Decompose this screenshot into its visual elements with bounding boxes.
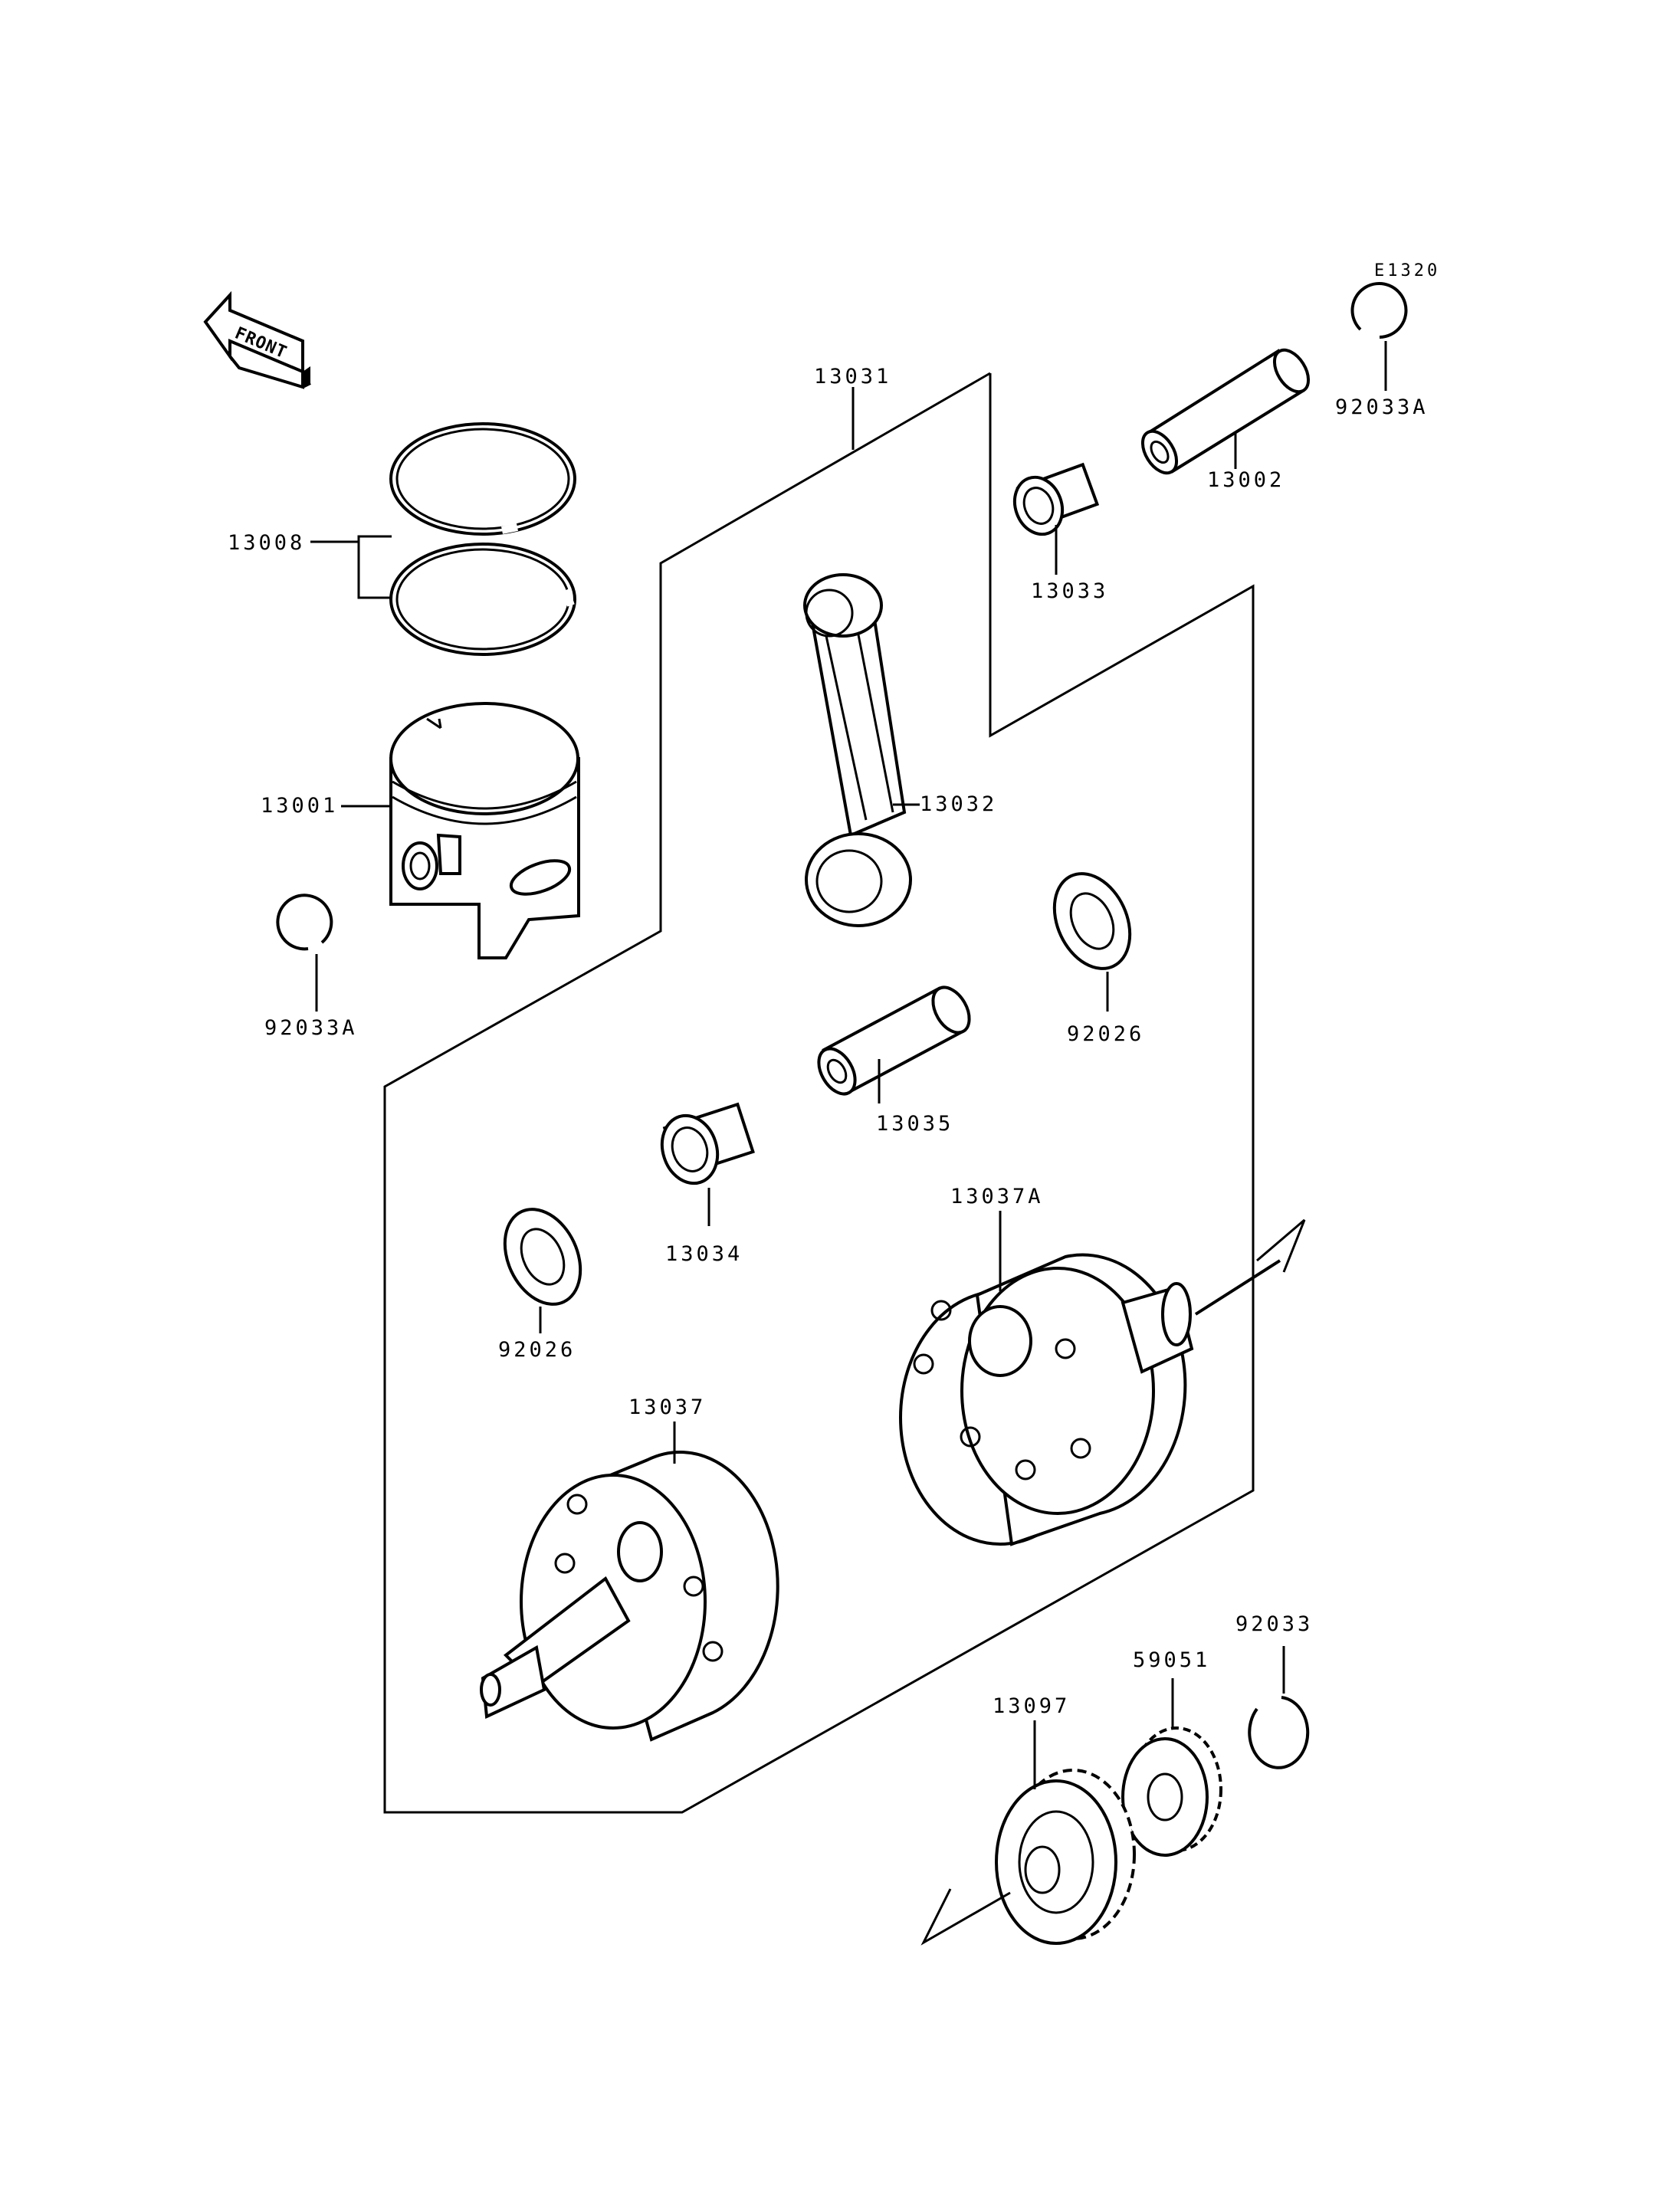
- part-label-13008: 13008: [228, 531, 305, 555]
- piston-ring-upper: [389, 422, 576, 536]
- part-label-13097: 13097: [993, 1694, 1070, 1718]
- part-label-13033: 13033: [1031, 579, 1108, 603]
- needle-bearing-upper: [1012, 462, 1100, 536]
- gear-small: [1121, 1726, 1222, 1857]
- part-label-92033a-right: 92033A: [1335, 395, 1429, 419]
- circlip-right: [1350, 282, 1408, 339]
- piston: [389, 702, 580, 959]
- front-arrow-icon: FRONT: [203, 290, 311, 389]
- part-label-92033a-left: 92033A: [264, 1016, 358, 1040]
- gear-large: [995, 1769, 1136, 1945]
- part-label-13035: 13035: [876, 1112, 953, 1136]
- circlip-left: [276, 894, 333, 951]
- part-label-13001: 13001: [261, 794, 338, 818]
- part-label-13037a: 13037A: [950, 1185, 1044, 1208]
- needle-bearing-lower: [660, 1102, 755, 1185]
- crank-pin: [817, 985, 971, 1096]
- part-label-13034: 13034: [665, 1242, 743, 1266]
- part-label-13002: 13002: [1207, 468, 1285, 492]
- crankshaft-half-right: [899, 1253, 1281, 1546]
- diagram-code: E1320: [1374, 261, 1440, 280]
- crankshaft-assembly-outline: [383, 372, 1255, 1814]
- part-label-13031: 13031: [814, 365, 891, 389]
- part-label-59051: 59051: [1133, 1648, 1210, 1672]
- part-label-13037: 13037: [628, 1395, 706, 1419]
- piston-ring-lower: [389, 543, 576, 656]
- circlip-gear: [1248, 1696, 1310, 1769]
- part-label-92026-right: 92026: [1067, 1022, 1144, 1046]
- thrust-washer-right: [1052, 872, 1132, 970]
- part-label-92026-left: 92026: [498, 1338, 576, 1362]
- piston-pin: [1140, 348, 1311, 475]
- connecting-rod: [803, 573, 912, 927]
- part-label-13032: 13032: [920, 792, 997, 816]
- part-label-92033: 92033: [1235, 1612, 1313, 1636]
- thrust-washer-left: [503, 1208, 582, 1306]
- crankshaft-half-left: [480, 1451, 779, 1742]
